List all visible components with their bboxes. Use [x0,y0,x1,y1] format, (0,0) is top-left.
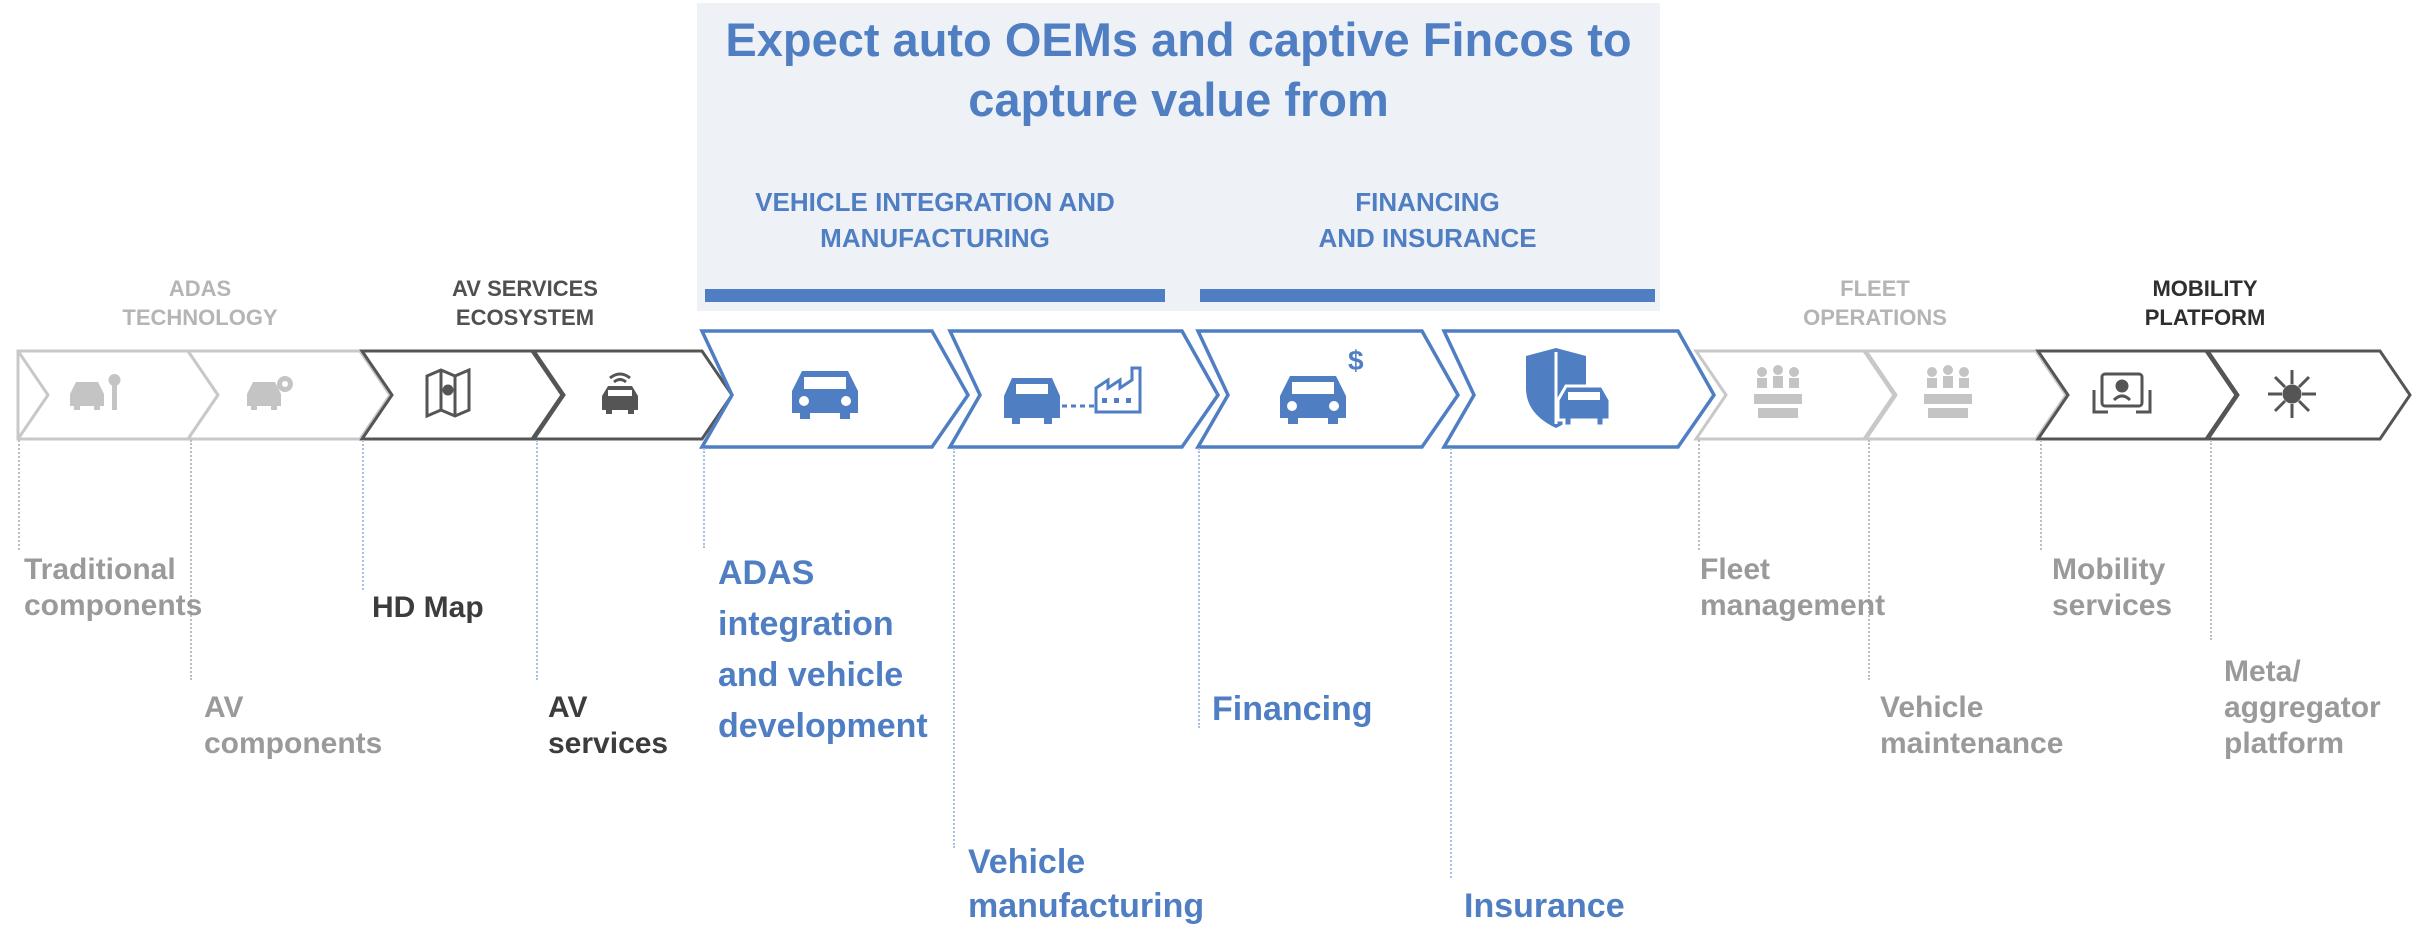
stage-title-mobility-line-1: MOBILITY [2152,276,2258,301]
label-fleet-management-line-1: Fleet [1700,553,1771,586]
label-av-services-line-2: services [548,727,669,760]
stage-title-adas-line-1: ADAS [168,276,232,301]
stage-title-fleet-line-2: OPERATIONS [1803,305,1947,330]
highlight-panel [697,3,1660,311]
connector-hd-map [362,440,364,590]
headline: Expect auto OEMs and captive Fincos to c… [697,10,1660,130]
chevron-traditional-components [16,349,220,441]
stage-title-adas-line-2: TECHNOLOGY [122,305,278,330]
label-av-services-line-1: AV [548,691,588,724]
stage-title-av-services: AV SERVICES ECOSYSTEM [415,274,635,332]
label-insurance: Insurance [1464,887,1625,925]
label-meta-platform-line-2: aggregator [2224,691,2381,724]
connector-vehicle-manufacturing [953,448,955,848]
connector-financing [1198,448,1200,728]
hub-network-icon [2268,370,2316,418]
label-vehicle-maintenance-line-2: maintenance [1880,727,2064,760]
label-fleet-management: Fleet management [1700,552,1885,624]
label-adas-integration: ADAS integration and vehicle development [718,548,928,752]
label-av-components-line-1: AV [204,691,244,724]
chevron-mobility-services [2035,349,2238,441]
label-mobility-services-line-2: services [2052,589,2173,622]
label-adas-integration-line-2: integration [718,605,894,643]
stage-title-mobility: MOBILITY PLATFORM [2105,274,2305,332]
connector-vehicle-maintenance [1868,440,1870,680]
group-vehicle-integration-title: VEHICLE INTEGRATION AND MANUFACTURING [705,184,1165,256]
connector-adas-integration [703,448,705,548]
label-adas-integration-line-4: development [718,707,928,745]
label-vehicle-manufacturing-line-1: Vehicle [968,843,1086,881]
label-adas-integration-line-3: and vehicle [718,656,904,694]
label-vehicle-maintenance-line-1: Vehicle [1880,691,1984,724]
group-financing-insurance-title: FINANCING AND INSURANCE [1200,184,1655,256]
stage-title-fleet: FLEET OPERATIONS [1765,274,1985,332]
label-fleet-management-line-2: management [1700,589,1886,622]
chevron-av-components [185,349,392,441]
label-vehicle-manufacturing: Vehicle manufacturing [968,840,1204,928]
label-adas-integration-line-1: ADAS [718,554,815,592]
group-financing-insurance-bar [1200,289,1655,302]
label-av-services: AV services [548,690,668,762]
connector-av-components [190,440,192,680]
connector-insurance [1450,448,1452,878]
stage-title-adas: ADAS TECHNOLOGY [100,274,300,332]
group-financing-insurance-line-1: FINANCING [1355,187,1500,217]
chevron-vehicle-manufacturing [946,329,1221,449]
label-mobility-services-line-1: Mobility [2052,553,2166,586]
chevron-hd-map [359,349,564,441]
label-traditional-components: Traditional components [24,552,202,624]
currency-symbol: $ [1348,345,1364,376]
tablet-hands-icon [2092,372,2152,414]
car-factory-icon [1004,366,1142,424]
stage-title-mobility-line-2: PLATFORM [2144,305,2266,330]
label-vehicle-manufacturing-line-2: manufacturing [968,887,1205,925]
connected-car-icon [602,372,638,414]
connector-av-services [536,440,538,680]
map-icon [425,367,471,419]
car-icon [792,371,858,419]
label-hd-map: HD Map [372,591,484,624]
headline-line-2: capture value from [968,73,1389,126]
stage-title-av-services-line-2: ECOSYSTEM [455,305,595,330]
label-meta-platform-line-3: platform [2224,727,2344,760]
shield-car-icon [1526,348,1612,428]
group-vehicle-integration-line-2: MANUFACTURING [820,223,1050,253]
connector-meta-platform [2210,440,2212,640]
fleet-maintenance-icon [1924,365,1972,418]
stage-title-fleet-line-1: FLEET [1840,276,1910,301]
label-traditional-components-line-1: Traditional [24,553,176,586]
fleet-icon [1754,365,1802,418]
group-vehicle-integration-bar [705,289,1165,302]
group-financing-insurance-line-2: AND INSURANCE [1318,223,1537,253]
label-mobility-services: Mobility services [2052,552,2172,624]
label-meta-platform: Meta/ aggregator platform [2224,654,2381,762]
connector-traditional-components [18,440,20,550]
car-gear-icon [247,376,293,410]
headline-line-1: Expect auto OEMs and captive Fincos to [725,13,1632,66]
stage-title-av-services-line-1: AV SERVICES [452,276,598,301]
label-financing: Financing [1212,690,1373,728]
connector-mobility-services [2040,440,2042,550]
label-vehicle-maintenance: Vehicle maintenance [1880,690,2063,762]
group-vehicle-integration-line-1: VEHICLE INTEGRATION AND [755,187,1115,217]
car-dollar-icon: $ [1280,345,1364,424]
label-av-components-line-2: components [204,727,383,760]
label-meta-platform-line-1: Meta/ [2224,655,2301,688]
connector-fleet-management [1698,440,1700,550]
label-av-components: AV components [204,690,382,762]
car-wrench-icon [70,374,121,410]
label-traditional-components-line-2: components [24,589,203,622]
